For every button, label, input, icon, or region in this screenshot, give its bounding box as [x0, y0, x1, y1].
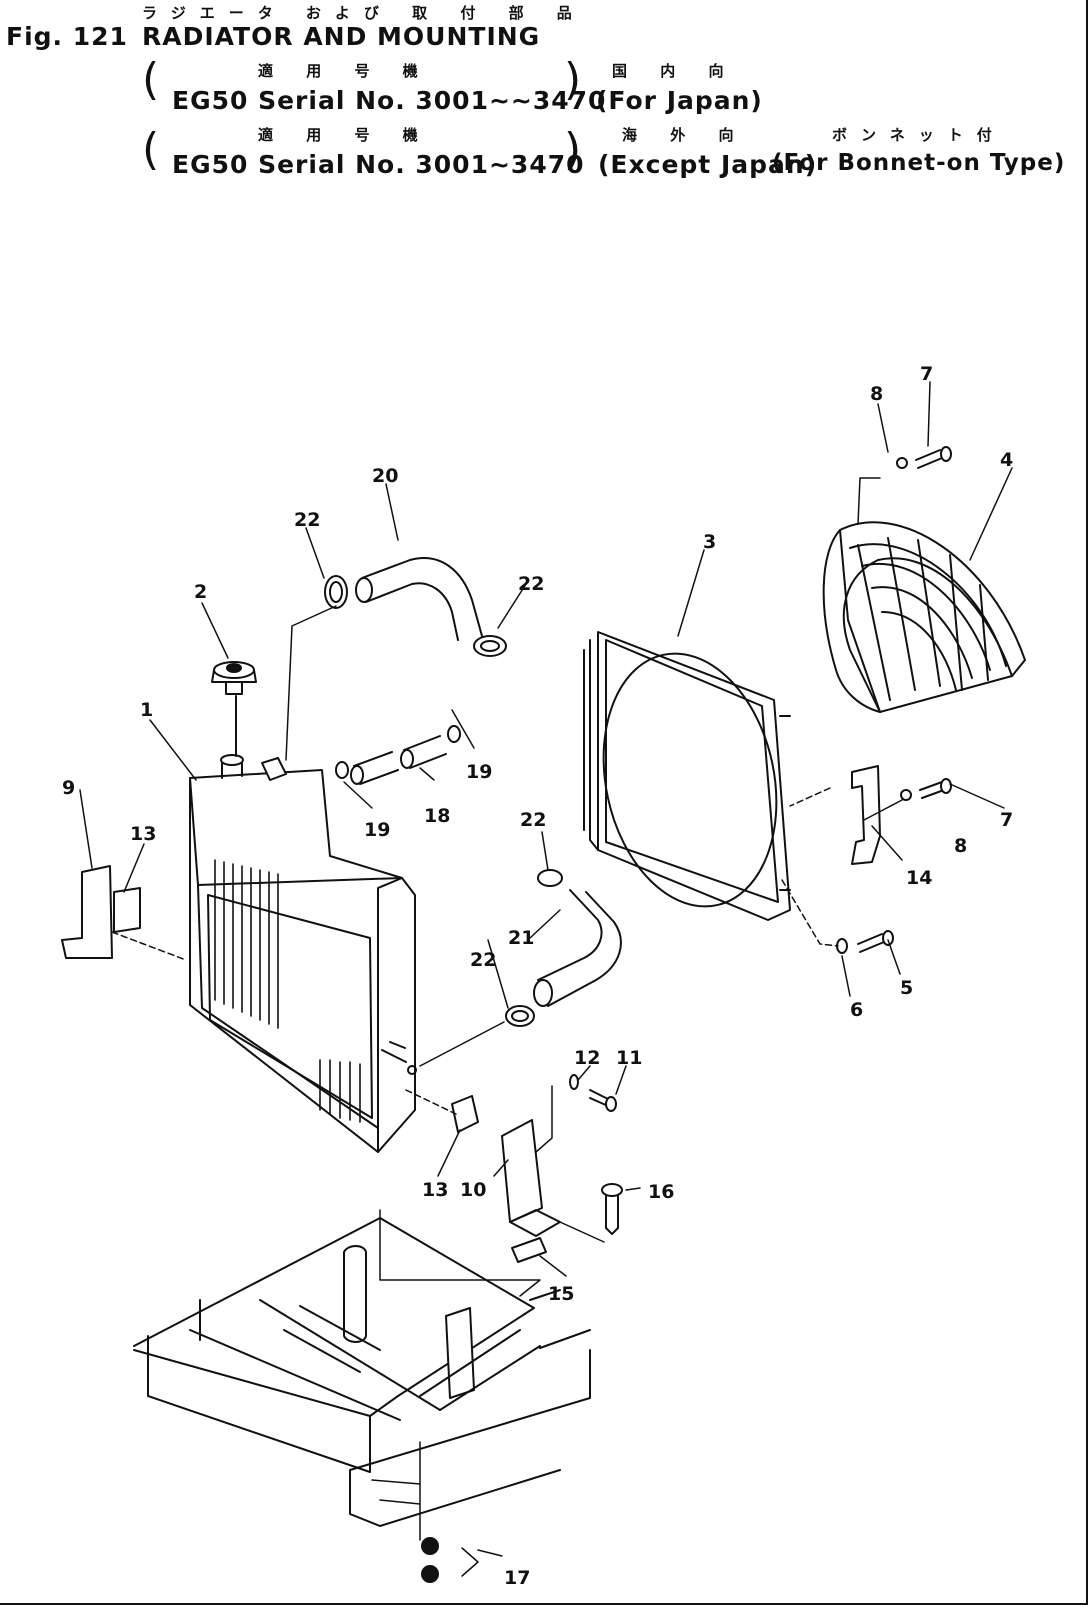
market-jp-1: 国 内 向 — [612, 62, 738, 80]
connector-tube — [350, 735, 447, 785]
callout-18: 18 — [424, 805, 450, 827]
radiator — [189, 754, 417, 1153]
paren-left-1: ( — [142, 54, 160, 105]
callout-20: 20 — [372, 465, 398, 487]
paren-left-2: ( — [142, 124, 160, 175]
callout-3: 3 — [703, 531, 716, 553]
callout-22b: 22 — [518, 573, 544, 595]
title-japanese: ラジエータ および 取 付 部 品 — [142, 4, 586, 22]
base-frame — [133, 1217, 591, 1527]
callout-7b: 7 — [1000, 809, 1013, 831]
paren-right-1: ) — [564, 54, 582, 105]
callout-11: 11 — [616, 1047, 642, 1069]
callout-13b: 13 — [422, 1179, 448, 1201]
callout-22c: 22 — [520, 809, 546, 831]
market-1: (For Japan) — [596, 86, 763, 115]
callout-8a: 8 — [870, 383, 883, 405]
figure-number: Fig. 121 — [6, 22, 128, 51]
fan-guard — [822, 521, 1026, 713]
callout-4: 4 — [1000, 449, 1013, 471]
callout-13a: 13 — [130, 823, 156, 845]
callout-5: 5 — [900, 977, 913, 999]
callout-10: 10 — [460, 1179, 486, 1201]
callout-numbers: 1 2 3 4 5 6 7 7 8 8 9 10 11 12 13 13 14 … — [62, 363, 1013, 1589]
callout-22a: 22 — [294, 509, 320, 531]
callout-1: 1 — [140, 699, 153, 721]
fan-shroud — [583, 631, 791, 921]
hose-clamps — [324, 575, 563, 1027]
callout-12: 12 — [574, 1047, 600, 1069]
leader-lines — [79, 381, 1013, 1577]
callout-15: 15 — [548, 1283, 574, 1305]
option-label: (For Bonnet-on Type) — [772, 150, 1066, 176]
right-bracket — [451, 1095, 561, 1263]
callout-9: 9 — [62, 777, 75, 799]
callout-16: 16 — [648, 1181, 674, 1203]
callout-8b: 8 — [954, 835, 967, 857]
upper-hose — [355, 557, 483, 641]
option-jp: ボンネット付 — [832, 126, 1006, 144]
callout-21: 21 — [508, 927, 534, 949]
figure-title: RADIATOR AND MOUNTING — [142, 22, 541, 51]
applicable-label-jp-1: 適 用 号 機 — [258, 62, 432, 80]
lower-hose — [533, 889, 622, 1007]
paren-right-2: ) — [564, 124, 582, 175]
serial-range-1: EG50 Serial No. 3001~~3470 — [172, 86, 607, 115]
shroud-bracket — [851, 765, 881, 865]
applicable-label-jp-2: 適 用 号 機 — [258, 126, 432, 144]
serial-range-2: EG50 Serial No. 3001~3470 — [172, 150, 585, 179]
callout-19a: 19 — [364, 819, 390, 841]
callout-7a: 7 — [920, 363, 933, 385]
bolts-and-washers — [421, 446, 952, 1583]
callout-17: 17 — [504, 1567, 530, 1589]
market-jp-2: 海 外 向 — [622, 126, 748, 144]
market-2: (Except Japan) — [598, 150, 818, 179]
callout-2: 2 — [194, 581, 207, 603]
callout-6: 6 — [850, 999, 863, 1021]
callout-14: 14 — [906, 867, 932, 889]
callout-22d: 22 — [470, 949, 496, 971]
radiator-cap — [211, 661, 257, 757]
left-bracket — [61, 865, 141, 959]
callout-19b: 19 — [466, 761, 492, 783]
